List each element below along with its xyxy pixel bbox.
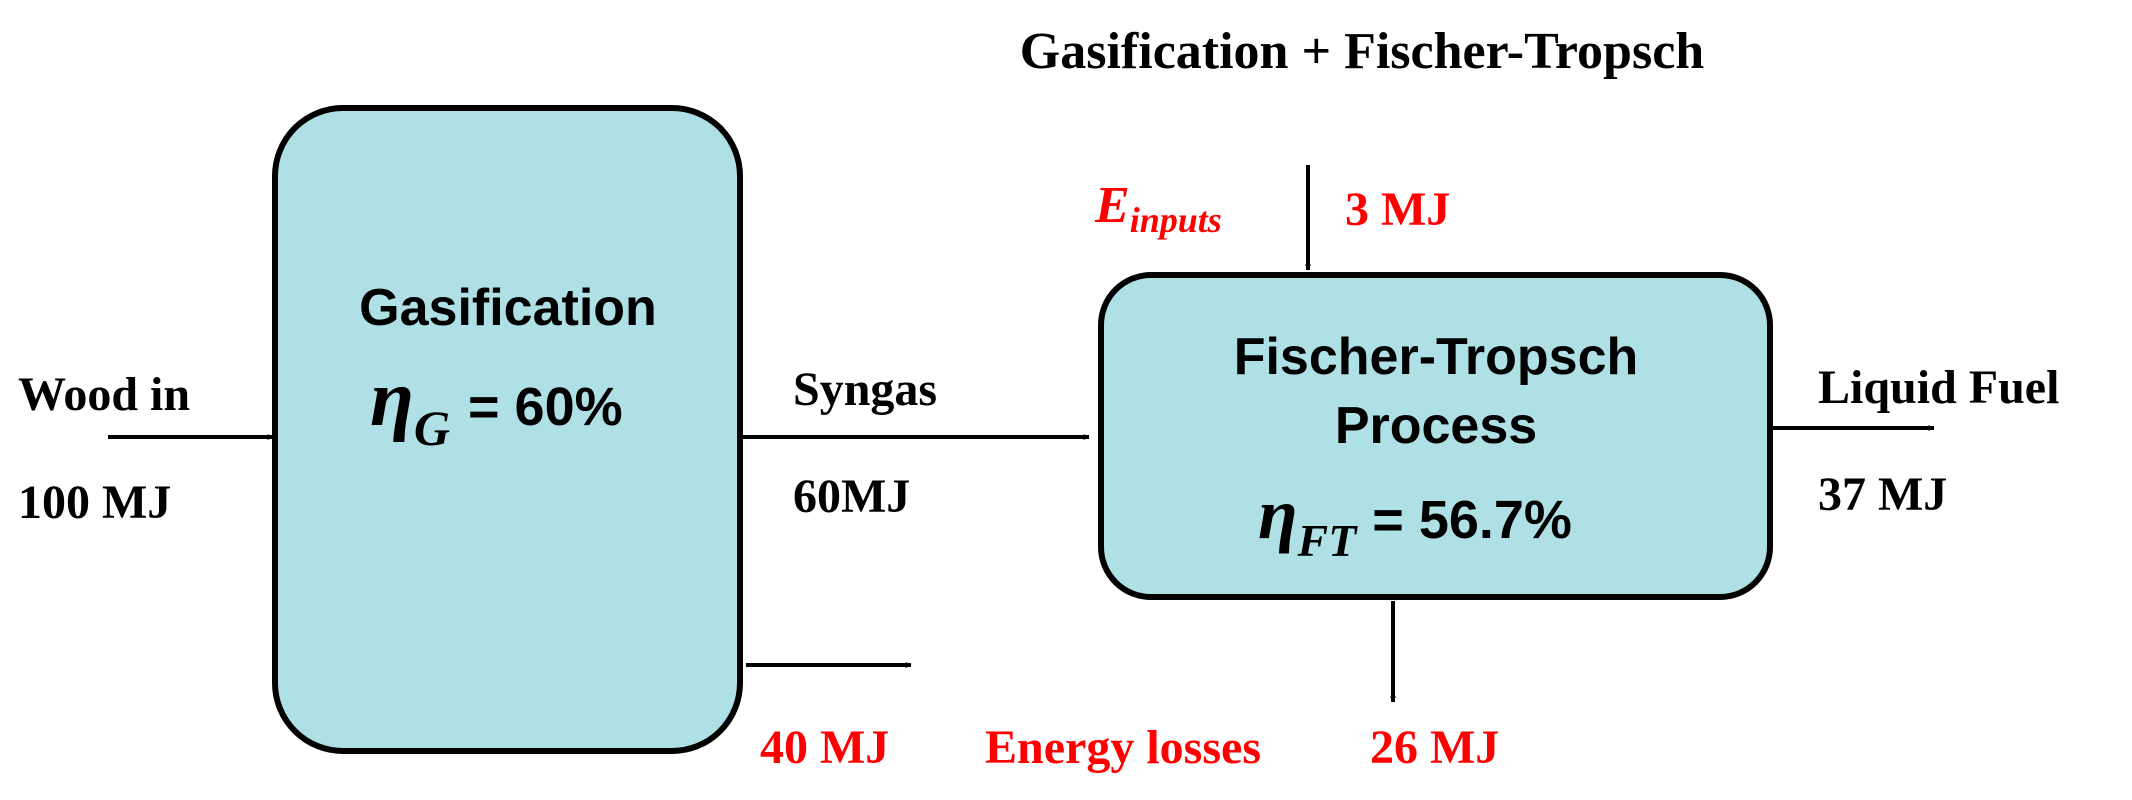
ft-label-line2: Process	[1335, 397, 1537, 455]
ft-label-line1: Fischer-Tropsch	[1234, 328, 1639, 386]
gasification-efficiency: ηG = 60%	[370, 355, 623, 456]
liquid-fuel-label: Liquid Fuel	[1818, 361, 2059, 414]
eta-subscript-ft: FT	[1297, 515, 1359, 566]
fischer-tropsch-box	[1098, 272, 1773, 600]
syngas-value: 60MJ	[793, 470, 910, 523]
liquid-fuel-value: 37 MJ	[1818, 468, 1947, 521]
energy-inputs-symbol: Einputs	[1094, 177, 1222, 240]
wood-in-label: Wood in	[18, 368, 190, 421]
eta-value-g: = 60%	[468, 377, 623, 437]
diagram-title: Gasification + Fischer-Tropsch	[1020, 23, 1704, 80]
wood-in-value: 100 MJ	[18, 476, 171, 529]
eta-symbol-ft: η	[1258, 474, 1298, 554]
ft-loss-value: 26 MJ	[1370, 721, 1499, 774]
energy-inputs-e: E	[1094, 177, 1130, 234]
syngas-label: Syngas	[793, 363, 937, 416]
ft-loss-label: Energy losses	[985, 721, 1261, 774]
gasifier-loss-value: 40 MJ	[760, 721, 889, 774]
gasification-box	[272, 105, 743, 754]
eta-value-ft: = 56.7%	[1372, 490, 1572, 550]
energy-inputs-subscript: inputs	[1130, 200, 1222, 240]
energy-inputs-value: 3 MJ	[1345, 183, 1450, 236]
eta-symbol-g: η	[370, 355, 414, 443]
gasification-label: Gasification	[359, 279, 657, 337]
ft-efficiency: ηFT = 56.7%	[1258, 474, 1572, 566]
eta-subscript-g: G	[414, 400, 450, 456]
